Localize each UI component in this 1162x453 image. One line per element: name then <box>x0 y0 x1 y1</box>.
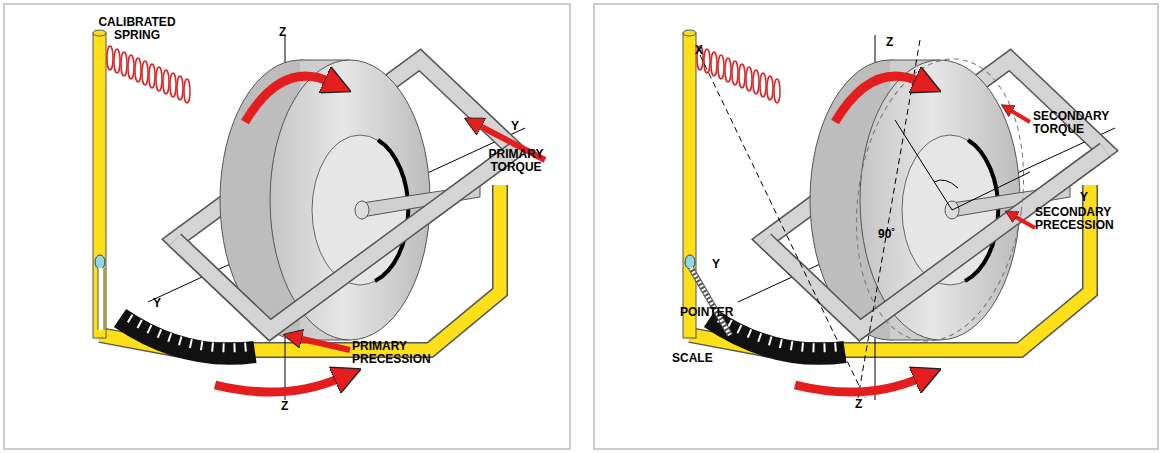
panel-border <box>4 4 570 449</box>
axis-label: X <box>695 44 703 57</box>
axis-label: 90˚ <box>878 228 895 241</box>
callout-label: POINTER <box>680 306 733 319</box>
axis-label: Y <box>1080 191 1088 204</box>
callout-label: SCALE <box>672 352 713 365</box>
left-extras <box>101 76 545 392</box>
axis-label: Y <box>153 297 161 310</box>
callout-label: SECONDARY TORQUE <box>1033 110 1125 136</box>
axis-label: Z <box>886 36 893 49</box>
callout-label: PRIMARY PRECESSION <box>352 340 448 366</box>
axis-label: Z <box>855 398 862 411</box>
panel-border <box>594 4 1158 449</box>
gyroscope <box>93 30 525 400</box>
right-extras <box>691 40 1041 398</box>
callout-label: SECONDARY PRECESSION <box>1035 206 1131 232</box>
callout-label: CALIBRATED SPRING <box>92 16 182 42</box>
callout-label: PRIMARY TORQUE <box>480 148 552 174</box>
axis-label: Z <box>281 400 288 413</box>
axis-label: Y <box>511 120 519 133</box>
axis-label: Y <box>712 258 720 271</box>
axis-label: Z <box>279 26 286 39</box>
